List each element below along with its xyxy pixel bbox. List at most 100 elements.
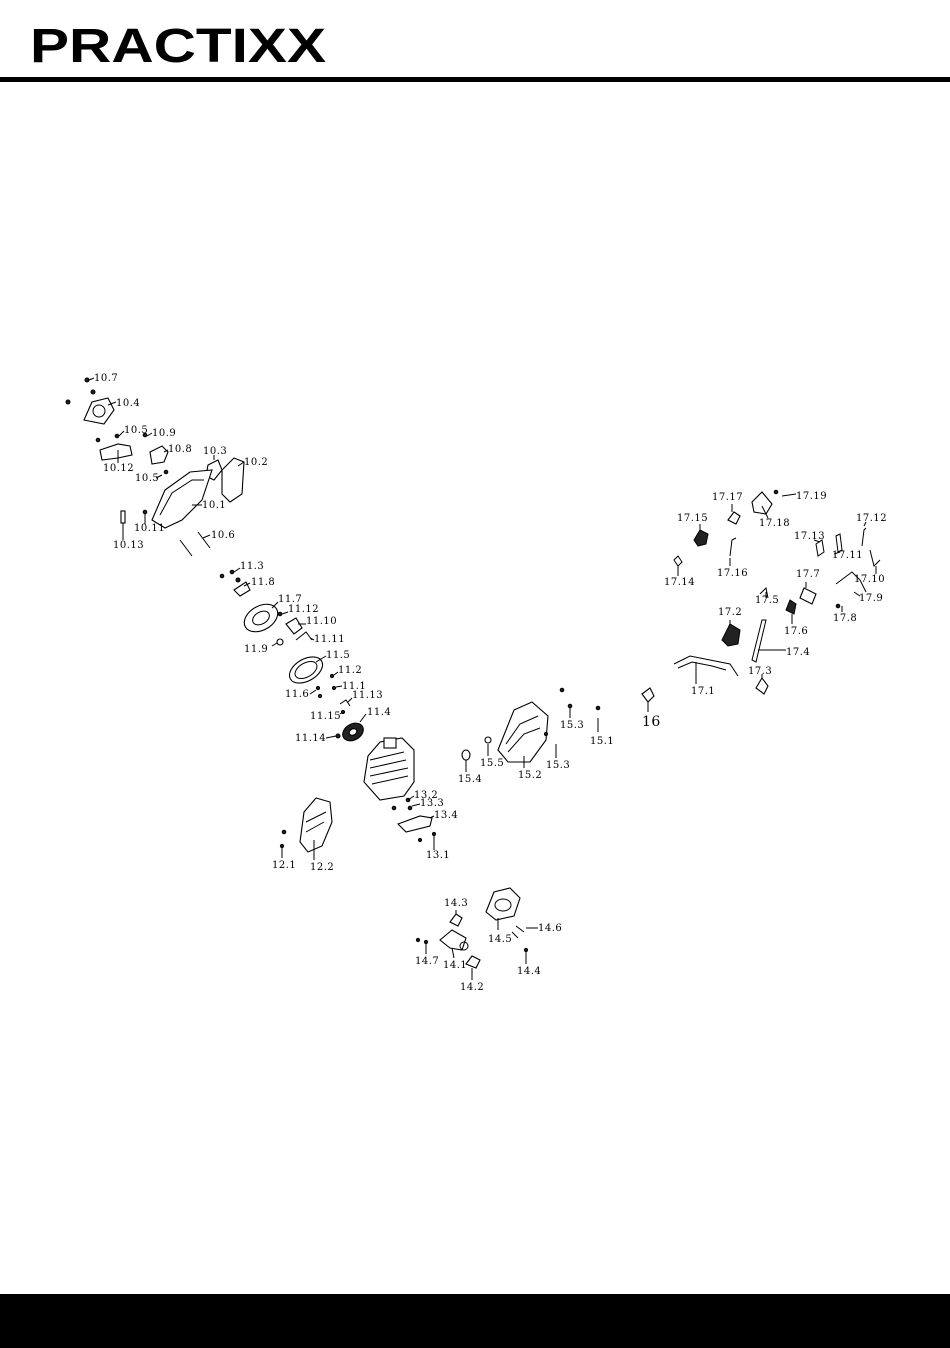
part-17-19: [781, 493, 797, 497]
label-11-14: 11.14: [295, 733, 326, 744]
leader: [411, 803, 421, 807]
part-17-10: [869, 549, 881, 567]
label-17-3: 17.3: [748, 666, 772, 677]
footer-bar: [0, 1294, 950, 1348]
label-10-13: 10.13: [113, 540, 144, 551]
label-15-3b: 15.3: [546, 760, 570, 771]
part-17-17: [727, 511, 741, 525]
part-10-7: [84, 377, 90, 383]
part-15-4: [461, 749, 471, 761]
part-screw-11a: [219, 573, 225, 579]
part-10-2: [221, 457, 245, 503]
label-14-2: 14.2: [460, 982, 484, 993]
label-13-4: 13.4: [434, 810, 458, 821]
leader: [107, 401, 117, 406]
leader: [761, 505, 769, 519]
part-11-3: [229, 569, 235, 575]
part-10-6: [197, 531, 211, 549]
label-10-12: 10.12: [103, 463, 134, 474]
part-11-5-inner: [294, 660, 318, 680]
label-17-12: 17.12: [856, 513, 887, 524]
group-15-leaders: [465, 702, 649, 772]
part-12-1: [281, 829, 287, 835]
leader: [451, 947, 455, 959]
label-17-2: 17.2: [718, 607, 742, 618]
group-15-labels: 15.3 15.1 15.5 15.4 15.2 15.3 16: [458, 714, 660, 785]
part-15-3b: [543, 731, 549, 737]
practixx-logo-graphic: PRACTIXX: [30, 20, 326, 73]
group-14-parts: [415, 887, 529, 969]
part-10-4: [83, 397, 115, 425]
part-10-9: [142, 432, 148, 438]
group-10-parts: [65, 377, 245, 557]
part-17-15: [693, 529, 709, 547]
part-16: [641, 687, 655, 703]
part-12-1b: [279, 843, 285, 849]
part-12-2-rib: [305, 811, 327, 833]
part-10-13-head: [120, 510, 126, 524]
leader: [163, 449, 169, 453]
leader: [315, 655, 327, 663]
leader: [335, 685, 343, 688]
label-17-7: 17.7: [796, 569, 820, 580]
leader: [359, 713, 367, 723]
group-10-labels: 10.7 10.4 10.5 10.9 10.8 10.12 10.3 10.2…: [94, 373, 268, 551]
leader: [146, 432, 153, 437]
part-11-4-hub: [348, 728, 358, 736]
part-17-7: [799, 587, 817, 605]
group-17-leaders: [677, 504, 877, 684]
label-15-4: 15.4: [458, 774, 482, 785]
part-11-2: [329, 673, 335, 679]
part-17-5: [759, 586, 769, 599]
part-11-6b: [317, 693, 323, 699]
leader: [271, 642, 278, 647]
label-11-3: 11.3: [240, 561, 264, 572]
label-10-11: 10.11: [134, 523, 165, 534]
leader: [243, 582, 251, 587]
label-17-19: 17.19: [796, 491, 827, 502]
group-13-leaders: [407, 795, 435, 850]
engine-block: [363, 737, 415, 801]
group-12-parts: [279, 797, 333, 853]
part-11-9: [276, 638, 284, 646]
part-10-5b: [163, 469, 169, 475]
group-10-leaders: [88, 377, 245, 539]
part-14-6: [515, 925, 525, 933]
label-13-2: 13.2: [414, 790, 438, 801]
label-10-7: 10.7: [94, 373, 118, 384]
part-10-1: [151, 469, 213, 529]
part-screw-15a: [559, 687, 565, 693]
part-11-7: [243, 603, 279, 633]
part-13-3: [407, 805, 413, 811]
part-13-1: [431, 831, 437, 837]
logo-text: PRACTIXX: [30, 20, 326, 70]
part-14-4: [523, 947, 529, 953]
label-10-3: 10.3: [203, 446, 227, 457]
label-11-1: 11.1: [342, 681, 366, 692]
part-10-1-rib: [159, 479, 204, 516]
group-15-parts: [461, 687, 655, 763]
part-15-3: [567, 703, 573, 709]
leader: [237, 461, 245, 467]
label-11-5: 11.5: [326, 650, 350, 661]
leader: [309, 637, 315, 641]
part-screw-10: [65, 399, 71, 405]
part-screw-13a: [391, 805, 397, 811]
part-14-3: [449, 913, 463, 927]
label-10-8: 10.8: [168, 444, 192, 455]
group-17-labels: 17.17 17.19 17.15 17.18 17.12 17.13 17.1…: [664, 491, 887, 697]
label-10-2: 10.2: [244, 457, 268, 468]
label-17-18: 17.18: [759, 518, 790, 529]
group-11-parts: [219, 569, 364, 742]
part-13-4: [397, 815, 433, 833]
part-17-3: [755, 677, 769, 695]
part-17-6: [785, 599, 797, 615]
part-15-2-rib: [505, 715, 541, 753]
part-11-10: [285, 617, 303, 635]
part-11-5: [288, 656, 324, 684]
part-15-5: [484, 736, 492, 744]
label-17-15: 17.15: [677, 513, 708, 524]
part-12-2: [299, 797, 333, 853]
part-17-2: [721, 623, 741, 647]
